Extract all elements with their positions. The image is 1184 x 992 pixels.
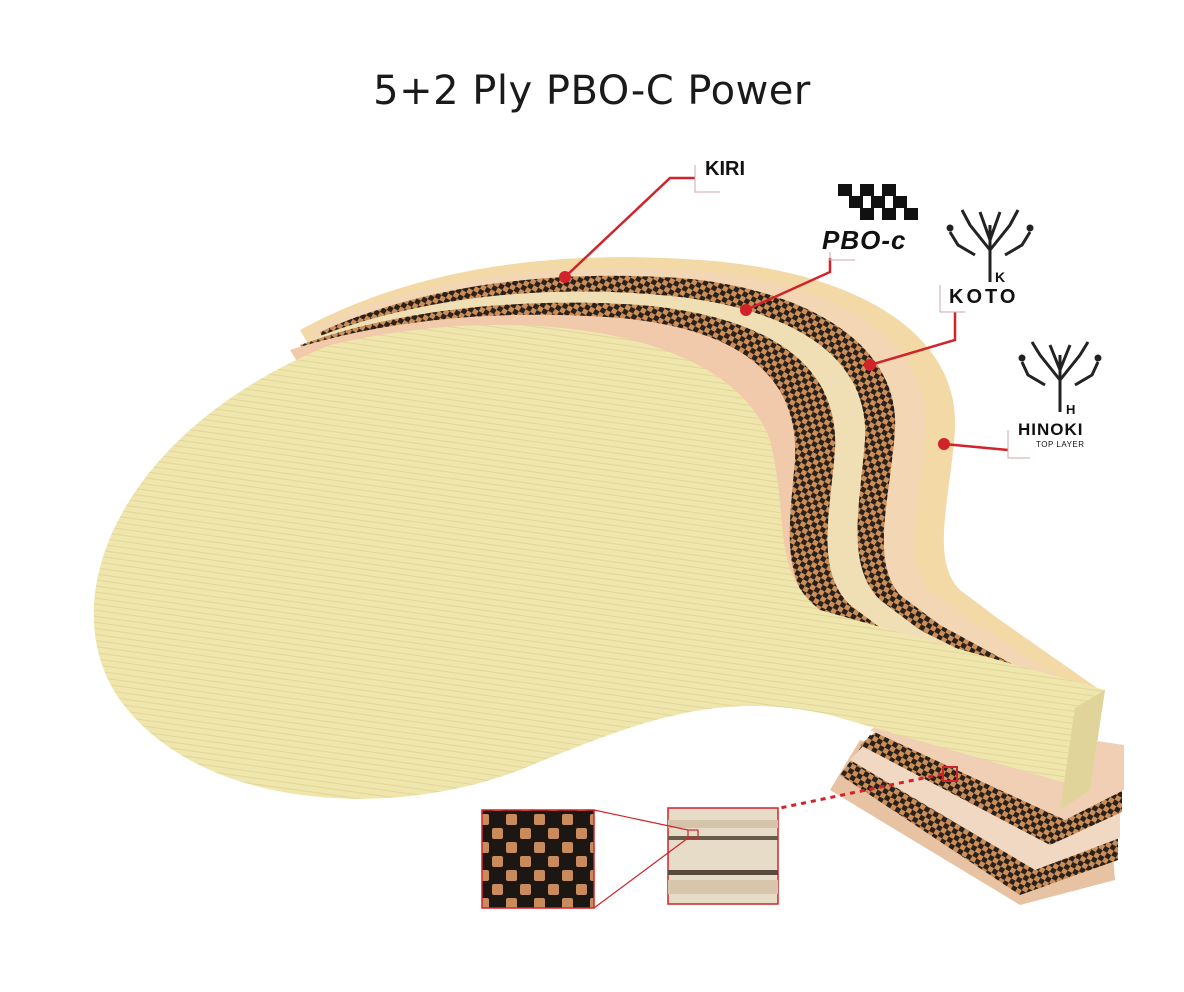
pbo-checker-logo-icon (838, 184, 918, 220)
hinoki-logo-letter: H (1066, 402, 1075, 417)
hinoki-sublabel: TOP LAYER (1036, 440, 1085, 449)
koto-label: KOTO (949, 286, 1019, 308)
hinoki-label: HINOKI (1018, 420, 1084, 439)
kiri-label: KIRI (705, 158, 745, 180)
callout-lines (564, 176, 1009, 452)
pbo-label: PBO-c (822, 225, 907, 255)
koto-logo-letter: K (995, 269, 1005, 285)
zoom-dotted-line (779, 772, 944, 810)
callout-brackets (694, 165, 1030, 459)
koto-tree-logo-icon (946, 209, 1034, 282)
handle-layers (830, 712, 1124, 905)
cross-section-zoom-panel (667, 807, 779, 905)
callout-dots (559, 271, 950, 450)
page-title: 5+2 Ply PBO-C Power (373, 68, 811, 114)
hinoki-tree-logo-icon (1018, 341, 1102, 412)
top-blade-face (93, 324, 1105, 810)
carbon-weave-zoom-panel (481, 809, 595, 909)
zoom-connector-lines (593, 809, 689, 909)
